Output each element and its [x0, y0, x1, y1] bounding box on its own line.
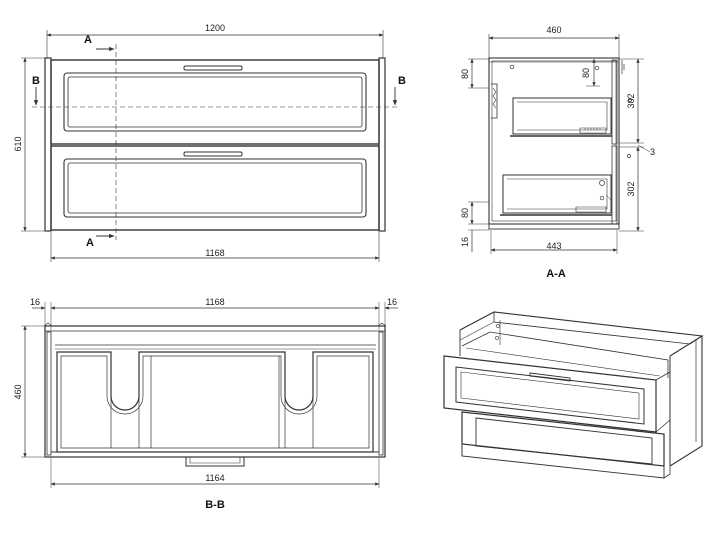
side-top-gap-right-label: 80 — [581, 68, 591, 78]
section-b-label-left: B — [32, 75, 40, 87]
plan-drawer-box — [56, 351, 374, 453]
section-b-label-right: B — [398, 75, 406, 87]
side-upper-drawer-height-label: 302 — [626, 93, 636, 108]
plan-section-view — [21, 302, 398, 488]
plan-section-caption: B-B — [205, 499, 225, 511]
right-side-panel — [378, 57, 386, 232]
plan-left-side-label: 16 — [30, 297, 40, 307]
side-bottom-gap-label: 80 — [460, 208, 470, 218]
side-carcass — [488, 57, 620, 225]
plan-carcass — [44, 325, 386, 458]
isometric-view — [443, 311, 704, 479]
side-lower-drawer-height-label: 302 — [626, 181, 636, 196]
front-view — [21, 30, 400, 262]
section-a-label-bottom: A — [86, 237, 94, 249]
plan-drawer-handle — [185, 457, 245, 467]
side-depth-label: 443 — [546, 241, 561, 251]
side-gap-label: 3 — [650, 147, 655, 157]
side-top-gap-left-label: 80 — [460, 69, 470, 79]
plan-depth-label: 460 — [13, 384, 23, 399]
lower-drawer-handle — [183, 151, 243, 157]
upper-drawer-handle — [183, 65, 243, 71]
side-plinth-label: 16 — [460, 237, 470, 247]
plan-bottom-width-label: 1164 — [205, 473, 224, 483]
plan-inner-width-label: 1168 — [205, 297, 224, 307]
front-width-top-label: 1200 — [205, 23, 225, 33]
upper-drawer-box — [512, 97, 612, 135]
front-width-bottom-label: 1168 — [205, 248, 224, 258]
wall-bracket — [491, 83, 498, 119]
front-height-label: 610 — [13, 136, 23, 151]
upper-drawer-panel — [63, 72, 367, 132]
iso-right-side-panel — [669, 336, 703, 467]
upper-drawer-front — [50, 59, 380, 145]
side-section-caption: A-A — [546, 268, 566, 280]
side-section-view — [468, 34, 651, 254]
lower-drawer-front — [50, 145, 380, 231]
plan-right-side-label: 16 — [387, 297, 397, 307]
side-width-label: 460 — [546, 25, 561, 35]
iso-upper-drawer-handle — [529, 372, 571, 382]
side-plinth — [488, 223, 620, 230]
lower-drawer-box — [502, 174, 612, 214]
iso-carcass-top — [459, 311, 704, 357]
lower-drawer-panel — [63, 158, 367, 218]
section-a-label-top: A — [84, 34, 92, 46]
left-side-panel — [44, 57, 52, 232]
